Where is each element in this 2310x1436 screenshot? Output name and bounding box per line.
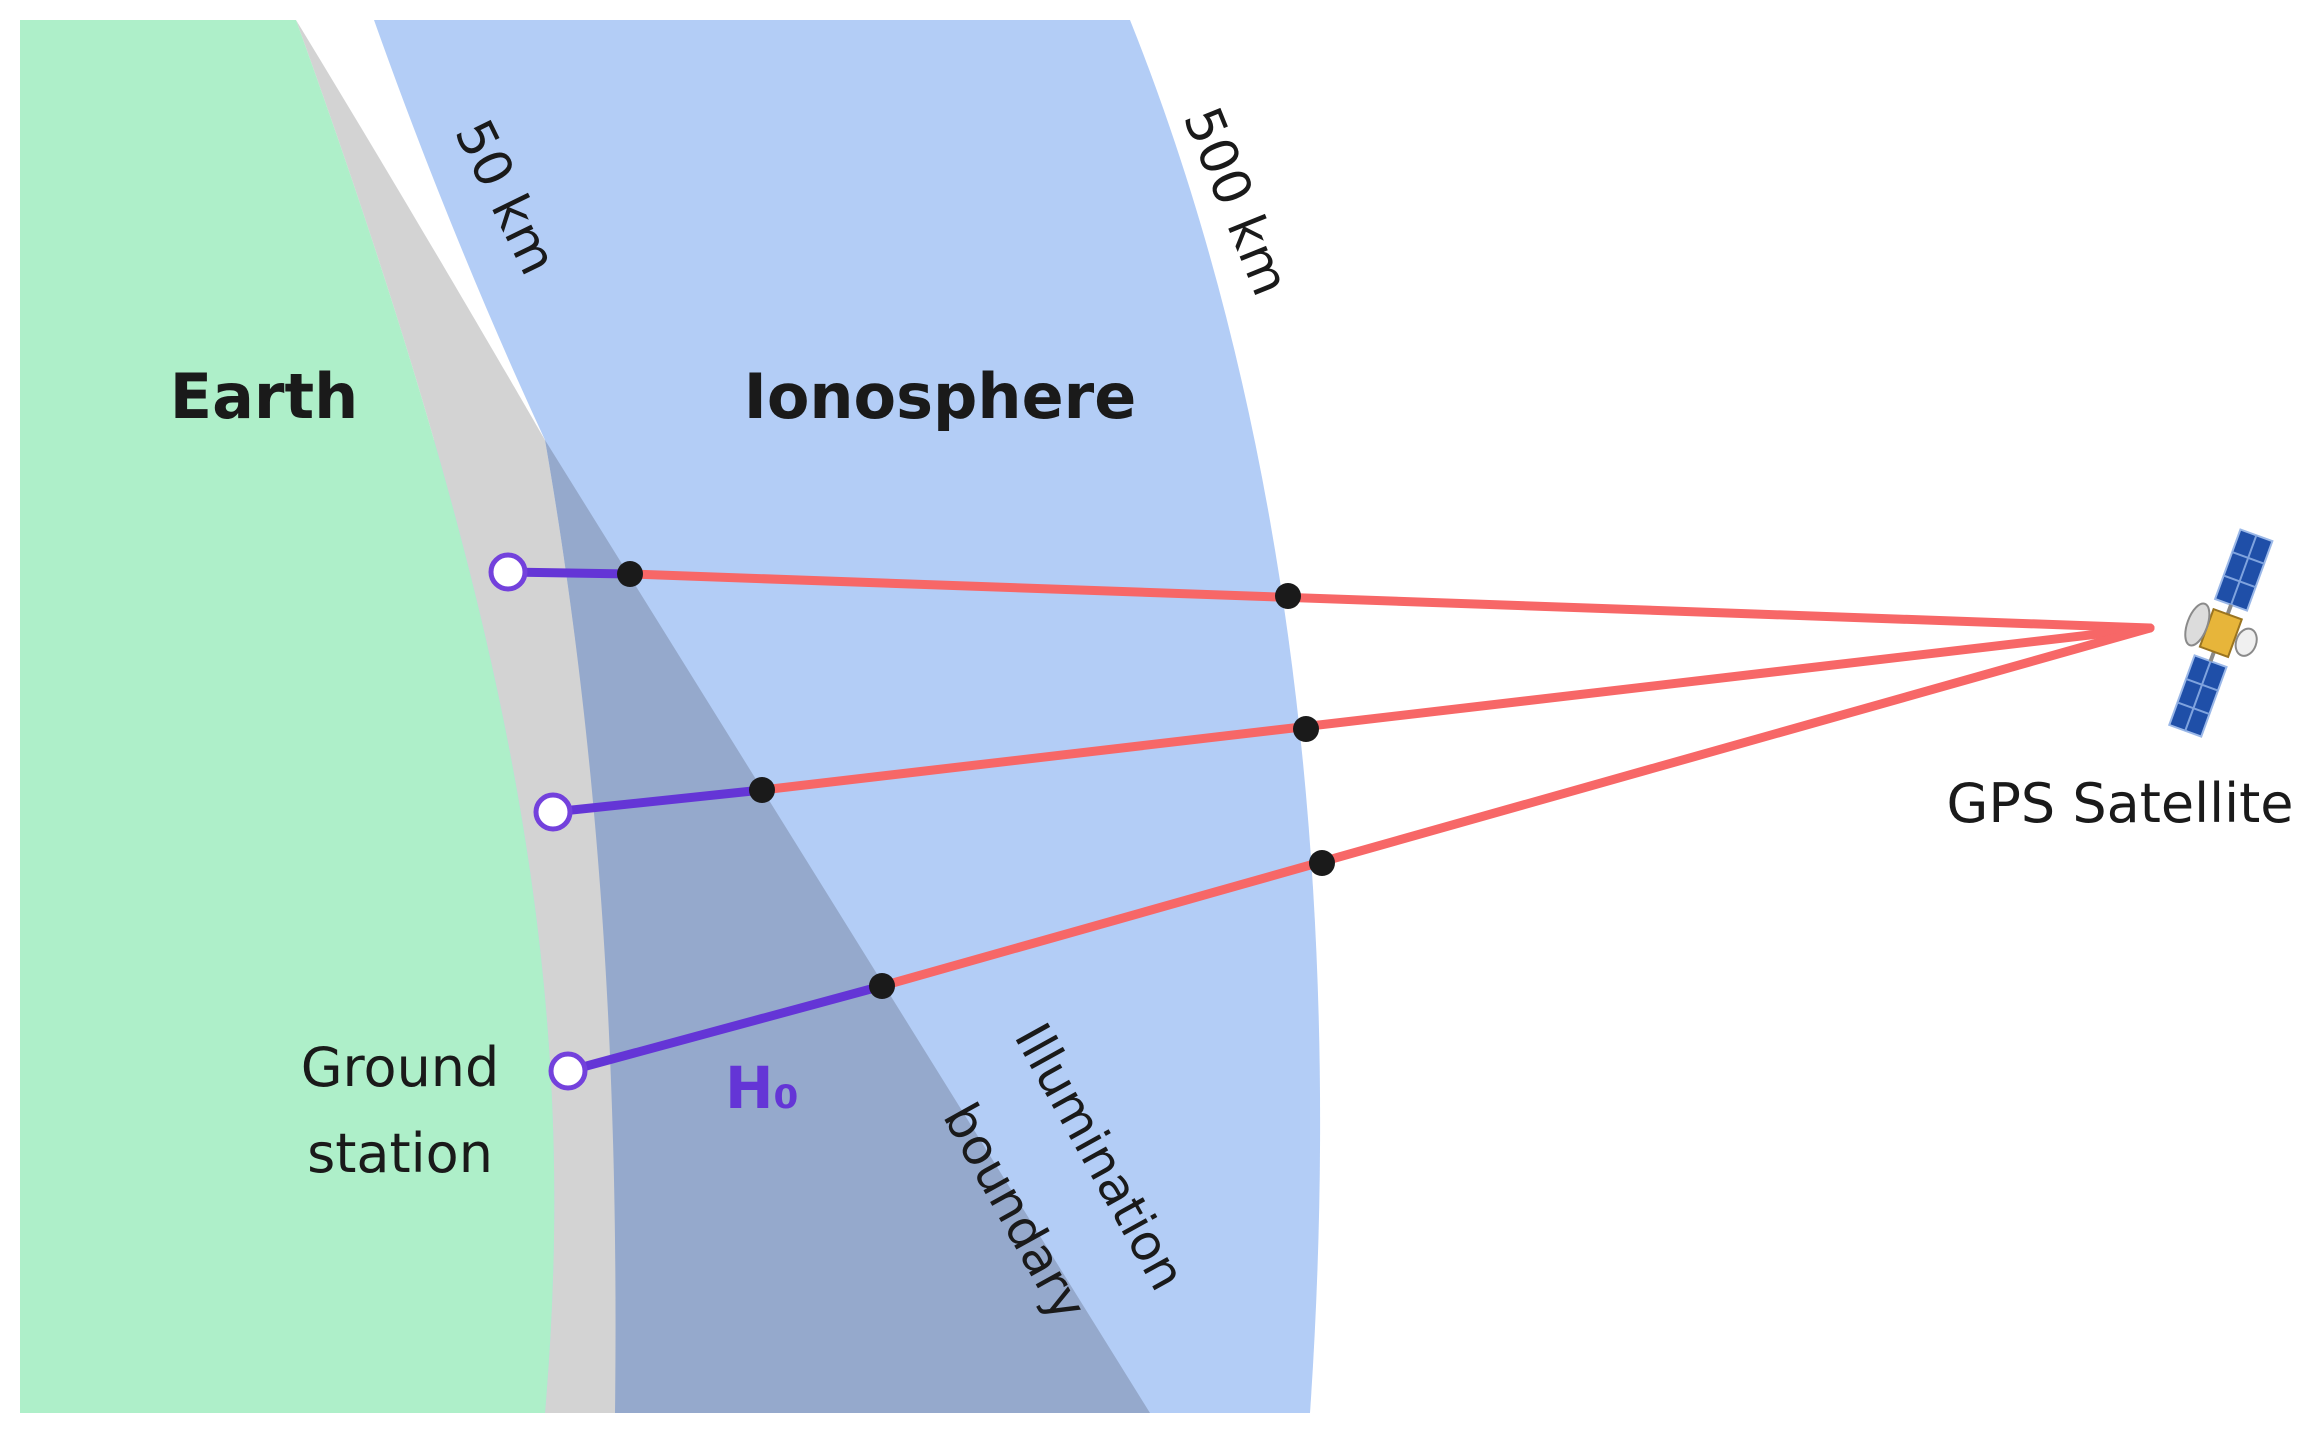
- ground-path-3: [563, 981, 887, 1076]
- shadow-region: [545, 440, 1150, 1413]
- ground-path-2: [548, 785, 767, 817]
- ground-station-marker: [533, 792, 573, 832]
- earth-region: [20, 20, 555, 1413]
- ground-station-marker: [488, 552, 528, 592]
- ground-station-markers: [488, 552, 588, 1091]
- pierce-point: [1275, 583, 1301, 609]
- h0-label: H₀: [725, 1054, 799, 1122]
- ground-station-marker: [548, 1051, 588, 1091]
- ionosphere-label: Ionosphere: [744, 360, 1137, 433]
- signal-ray-3: [877, 623, 2155, 991]
- pierce-points: [617, 561, 1335, 999]
- earth-label: Earth: [170, 360, 359, 433]
- signal-ray-1: [625, 569, 2155, 633]
- pierce-point: [617, 561, 643, 587]
- gps-satellite-label: GPS Satellite: [1946, 772, 2293, 835]
- signal-rays: [625, 569, 2155, 991]
- ground-station-label-line2: station: [307, 1122, 493, 1185]
- ground-paths: [503, 567, 887, 1076]
- pierce-point: [1293, 716, 1319, 742]
- ground-path-1: [503, 567, 635, 579]
- ground-station-label-line1: Ground: [301, 1036, 500, 1099]
- signal-ray-2: [757, 623, 2155, 795]
- atmosphere-50km-layer: [296, 20, 616, 1413]
- satellite-icon: [2167, 528, 2274, 738]
- pierce-point: [869, 973, 895, 999]
- pierce-point: [1309, 850, 1335, 876]
- pierce-point: [749, 777, 775, 803]
